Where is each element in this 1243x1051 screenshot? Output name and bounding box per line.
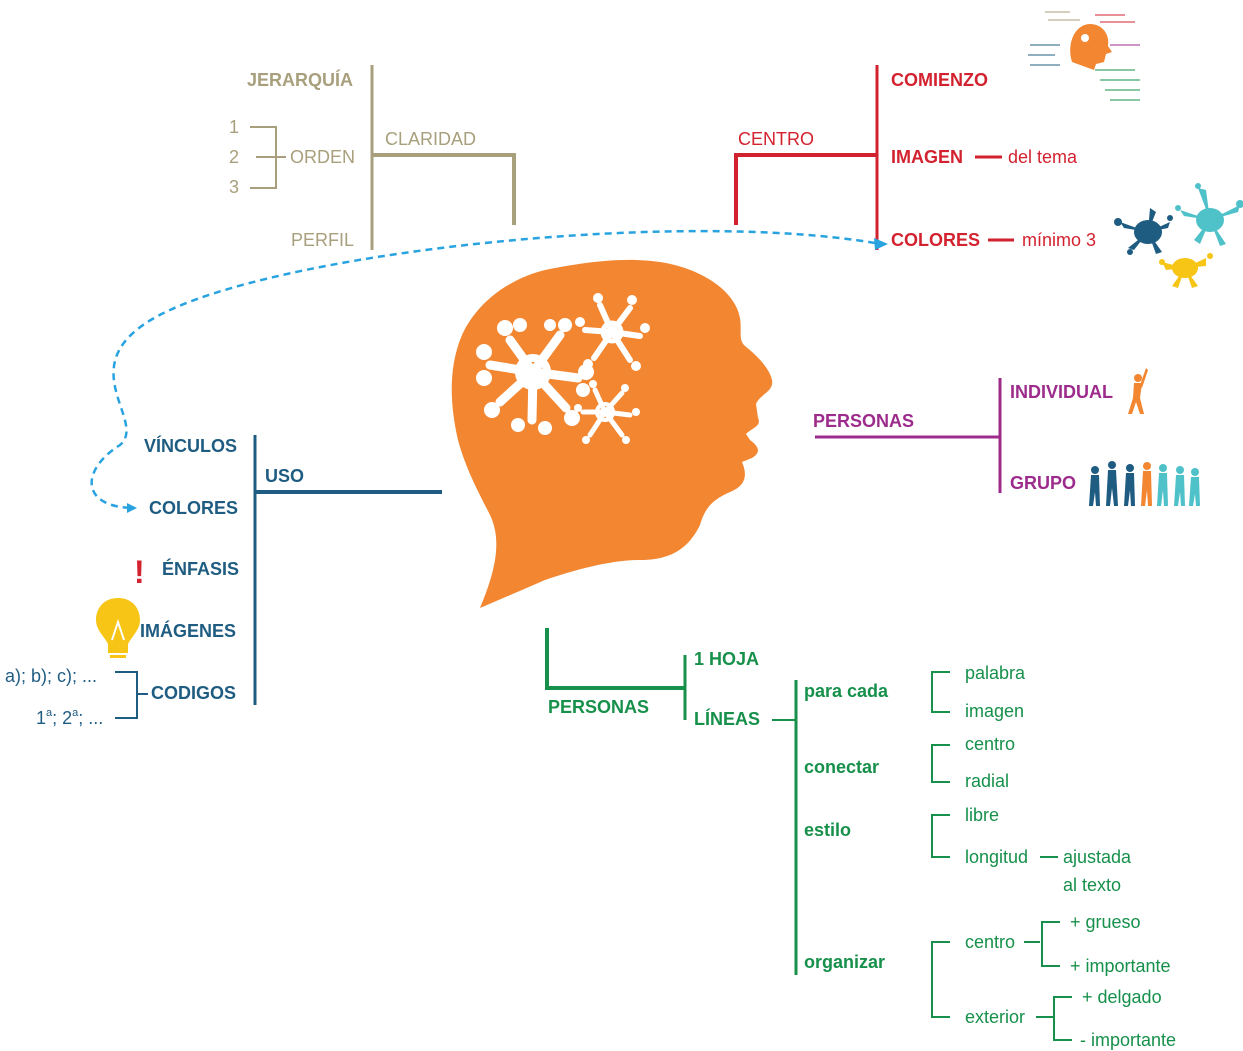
centro-branch: CENTRO COMIENZO IMAGEN del tema COLORES … [734,65,1096,250]
colores-sub-label: mínimo 3 [1022,230,1096,250]
orden-num-1: 1 [229,117,239,137]
grueso-label: + grueso [1070,912,1141,932]
jerarquia-label: JERARQUÍA [247,69,353,90]
centro-label: CENTRO [738,129,814,149]
org-centro-label: centro [965,932,1015,952]
organizar-label: organizar [804,952,885,972]
codigos-label: CODIGOS [151,683,236,703]
codigos-letters: a); b); c); ... [5,666,97,686]
colores-use-label: COLORES [149,498,238,518]
hoja-label: 1 HOJA [694,649,759,669]
claridad-label: CLARIDAD [385,129,476,149]
personas-bottom-labels: PERSONAS 1 HOJA LÍNEAS para cada palabra… [548,649,1176,1050]
neuron-icon [476,293,650,444]
codigos-ordinals: 1a; 2a; ... [36,707,103,728]
lightbulb-icon [96,598,140,658]
enfasis-label: ÉNFASIS [162,558,239,579]
longitud-label: longitud [965,847,1028,867]
personas-bottom-branch [545,628,1072,1041]
personas-bottom-label: PERSONAS [548,697,649,717]
para-cada-label: para cada [804,681,889,701]
estilo-label: estilo [804,820,851,840]
palabra-label: palabra [965,663,1026,683]
uso-label: USO [265,466,304,486]
orden-num-3: 3 [229,177,239,197]
colores-label: COLORES [891,230,980,250]
al-texto-label: al texto [1063,875,1121,895]
ajustada-label: ajustada [1063,847,1132,867]
paint-splats-icon [1114,183,1243,288]
lineas-label: LÍNEAS [694,708,760,729]
claridad-branch: JERARQUÍA CLARIDAD ORDEN PERFIL 1 2 3 [229,65,516,250]
person-jumping-icon [1128,368,1148,414]
group-people-icon [1089,461,1200,506]
perfil-label: PERFIL [291,230,354,250]
imagen-small-label: imagen [965,701,1024,721]
personas-top-label: PERSONAS [813,411,914,431]
mindmap-thumbnail [1022,5,1147,105]
imagenes-label: IMÁGENES [140,620,236,641]
importante-minus-label: - importante [1080,1030,1176,1050]
arrowhead-icon [874,238,888,250]
exclamation-icon: ! [134,554,145,590]
radial-label: radial [965,771,1009,791]
uso-branch: USO VÍNCULOS COLORES ! ÉNFASIS IMÁGENES … [5,435,442,728]
centro-small-label: centro [965,734,1015,754]
orden-num-2: 2 [229,147,239,167]
imagen-sub-label: del tema [1008,147,1078,167]
vinculos-label: VÍNCULOS [144,435,237,456]
conectar-label: conectar [804,757,879,777]
exterior-label: exterior [965,1007,1025,1027]
delgado-label: + delgado [1082,987,1162,1007]
link-arrow [90,229,876,513]
personas-top-branch: PERSONAS INDIVIDUAL GRUPO [813,368,1200,506]
head-silhouette [451,259,773,608]
grupo-label: GRUPO [1010,473,1076,493]
comienzo-label: COMIENZO [891,70,988,90]
libre-label: libre [965,805,999,825]
individual-label: INDIVIDUAL [1010,382,1113,402]
importante-plus-label: + importante [1070,956,1171,976]
imagen-label: IMAGEN [891,147,963,167]
orden-label: ORDEN [290,147,355,167]
